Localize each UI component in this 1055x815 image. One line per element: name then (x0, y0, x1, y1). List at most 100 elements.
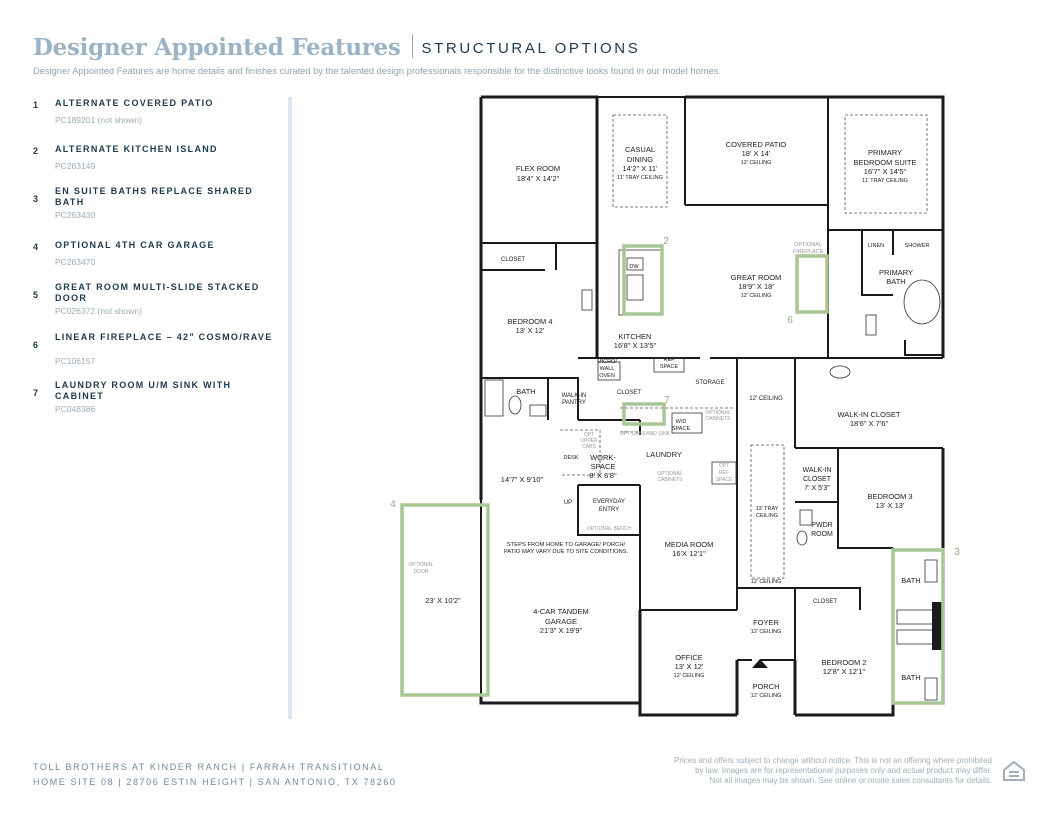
opt-cabs-sink: OPT CABS AND SINK (620, 431, 671, 437)
option-code: PC263430 (55, 210, 96, 220)
marker-7: 7 (664, 395, 670, 406)
option-number: 4 (33, 242, 39, 252)
option-title: LINEAR FIREPLACE – 42" COSMO/RAVE (55, 332, 273, 342)
optional-door-2: DOOR (414, 569, 429, 575)
kitchen-label: KITCHEN (619, 332, 652, 341)
option-code: PC048386 (55, 404, 96, 414)
closet-center-label: CLOSET (617, 390, 641, 396)
floor-plan: FLEX ROOM 18'4" X 14'2" CASUAL DINING 14… (390, 95, 960, 717)
bath-top-label: BATH (901, 576, 920, 585)
covered-patio-note: 12' CEILING (741, 160, 772, 166)
opt-upper-cabs-3: CABS (582, 444, 596, 450)
hall-ceiling-note: 12' CEILING (751, 579, 782, 585)
optional-cabinets-bottom-1: OPTIONAL (657, 471, 683, 477)
walkin-pantry-1: WALK-IN (562, 393, 587, 399)
casual-dining-label-1: CASUAL (625, 145, 655, 154)
garage-dim-top: 14'7" X 9'10" (501, 475, 544, 484)
option-code: PC263470 (55, 257, 96, 267)
storage-label: STORAGE (695, 380, 724, 386)
highlight-fourth-garage (400, 503, 490, 697)
dw-label: DW (629, 264, 639, 270)
bedroom4-dim: 13' X 12' (516, 326, 545, 335)
kitchen-dim: 16'8" X 13'5" (614, 341, 657, 350)
up-label: UP (564, 500, 572, 506)
wd-space-1: W/D (676, 419, 687, 425)
option-title: ALTERNATE COVERED PATIO (55, 98, 214, 108)
footer-line-2: HOME SITE 08 | 28706 ESTIN HEIGHT | SAN … (33, 777, 397, 787)
optional-cabinets-top-2: CABINETS (705, 416, 731, 422)
highlight-kitchen-island (622, 244, 664, 316)
great-room-dim: 18'9" X 18' (738, 282, 774, 291)
opt-upper-cabs-2: UPPER (580, 438, 598, 444)
primary-suite-label-1: PRIMARY (868, 148, 902, 157)
optional-cabinets-top-1: OPTIONAL (705, 410, 731, 416)
highlight-en-suite-baths (891, 548, 945, 705)
closet-flex-label: CLOSET (501, 257, 525, 263)
bedroom3-label: BEDROOM 3 (867, 492, 912, 501)
disclaimer-line-2: by law. Images are for representational … (695, 766, 992, 775)
porch-arrow-icon (752, 659, 768, 668)
dashed-ceiling-outlines (560, 114, 928, 579)
flex-room-dim: 18'4" X 14'2" (517, 174, 560, 183)
everyday-entry-2: ENTRY (599, 507, 619, 513)
casual-dining-dim: 14'2" X 11' (623, 164, 659, 173)
micro-label-3: OVEN (599, 373, 615, 379)
primary-suite-dim: 16'7" X 14'5" (864, 167, 907, 176)
foyer-note: 12' CEILING (751, 629, 782, 635)
disclaimer: Prices and offers subject to change with… (662, 756, 992, 786)
bath-b4-label: BATH (516, 387, 535, 396)
porch-note: 12' CEILING (751, 693, 782, 699)
covered-patio-dim: 18' X 14' (742, 149, 771, 158)
bath-partition (932, 602, 942, 650)
option-markers: 2 3 4 6 7 (390, 236, 960, 558)
tandem-garage-dim: 21'3" X 19'9" (540, 626, 583, 635)
disclaimer-line-1: Prices and offers subject to change with… (674, 756, 992, 765)
equal-housing-icon (1001, 758, 1027, 784)
wd-space-2: SPACE (672, 426, 691, 432)
fixtures (484, 249, 941, 701)
great-room-note: 12' CEILING (741, 293, 772, 299)
option-number: 5 (33, 290, 39, 300)
disclaimer-line-3: Not all images may be shown. See online … (709, 776, 992, 785)
option-code: PC026372 (not shown) (55, 306, 142, 316)
porch-label: PORCH (752, 682, 779, 691)
marker-3: 3 (954, 547, 960, 558)
optional-cabinets-bottom-2: CABINETS (657, 477, 683, 483)
walkin-closet-primary-dim: 18'6" X 7'6" (850, 419, 889, 428)
covered-patio-label: COVERED PATIO (726, 140, 787, 149)
option-number: 6 (33, 340, 39, 350)
primary-bath-label-1: PRIMARY (879, 268, 913, 277)
closet-b2-label: CLOSET (813, 599, 837, 605)
fourth-bay-dim: 23' X 10'2" (425, 596, 461, 605)
optional-fireplace-2: FIREPLACE (793, 249, 824, 255)
media-room-label: MEDIA ROOM (665, 540, 714, 549)
pwdr-room-2: ROOM (811, 531, 833, 538)
opt-ref-space-1: OPT (719, 463, 729, 469)
footer-line-1: TOLL BROTHERS AT KINDER RANCH | FARRAH T… (33, 762, 385, 772)
flex-room-label: FLEX ROOM (516, 164, 560, 173)
tray-13-1: 13' TRAY (756, 506, 779, 512)
ref-space-2: SPACE (660, 364, 679, 370)
bedroom4-label: BEDROOM 4 (507, 317, 552, 326)
walkin-closet-b3-2: CLOSET (803, 476, 832, 483)
page-subtitle: STRUCTURAL OPTIONS (421, 40, 641, 57)
room-labels: FLEX ROOM 18'4" X 14'2" CASUAL DINING 14… (408, 140, 929, 699)
bedroom3-dim: 13' X 13' (876, 501, 905, 510)
workspace-label-2: SPACE (591, 462, 616, 471)
opt-upper-cabs-1: OPT (584, 432, 594, 438)
highlight-laundry-sink (622, 402, 666, 426)
casual-dining-note: 11' TRAY CEILING (617, 175, 663, 181)
option-code: PC106157 (55, 356, 96, 366)
optional-door-1: OPTIONAL (408, 562, 434, 568)
bedroom2-dim: 12'8" X 12'1" (823, 667, 866, 676)
title-divider (411, 34, 413, 58)
great-room-label: GREAT ROOM (731, 273, 782, 282)
everyday-entry-1: EVERYDAY (593, 499, 625, 505)
highlight-fireplace (795, 254, 829, 314)
shower-label: SHOWER (905, 243, 930, 249)
desk-label: DESK (564, 455, 579, 461)
opt-ref-space-3: SPACE (716, 477, 733, 483)
casual-dining-label-2: DINING (627, 155, 653, 164)
steps-note-2: PATIO MAY VARY DUE TO SITE CONDITIONS. (504, 549, 629, 555)
option-title: EN SUITE BATHS REPLACE SHARED BATH (55, 186, 254, 207)
